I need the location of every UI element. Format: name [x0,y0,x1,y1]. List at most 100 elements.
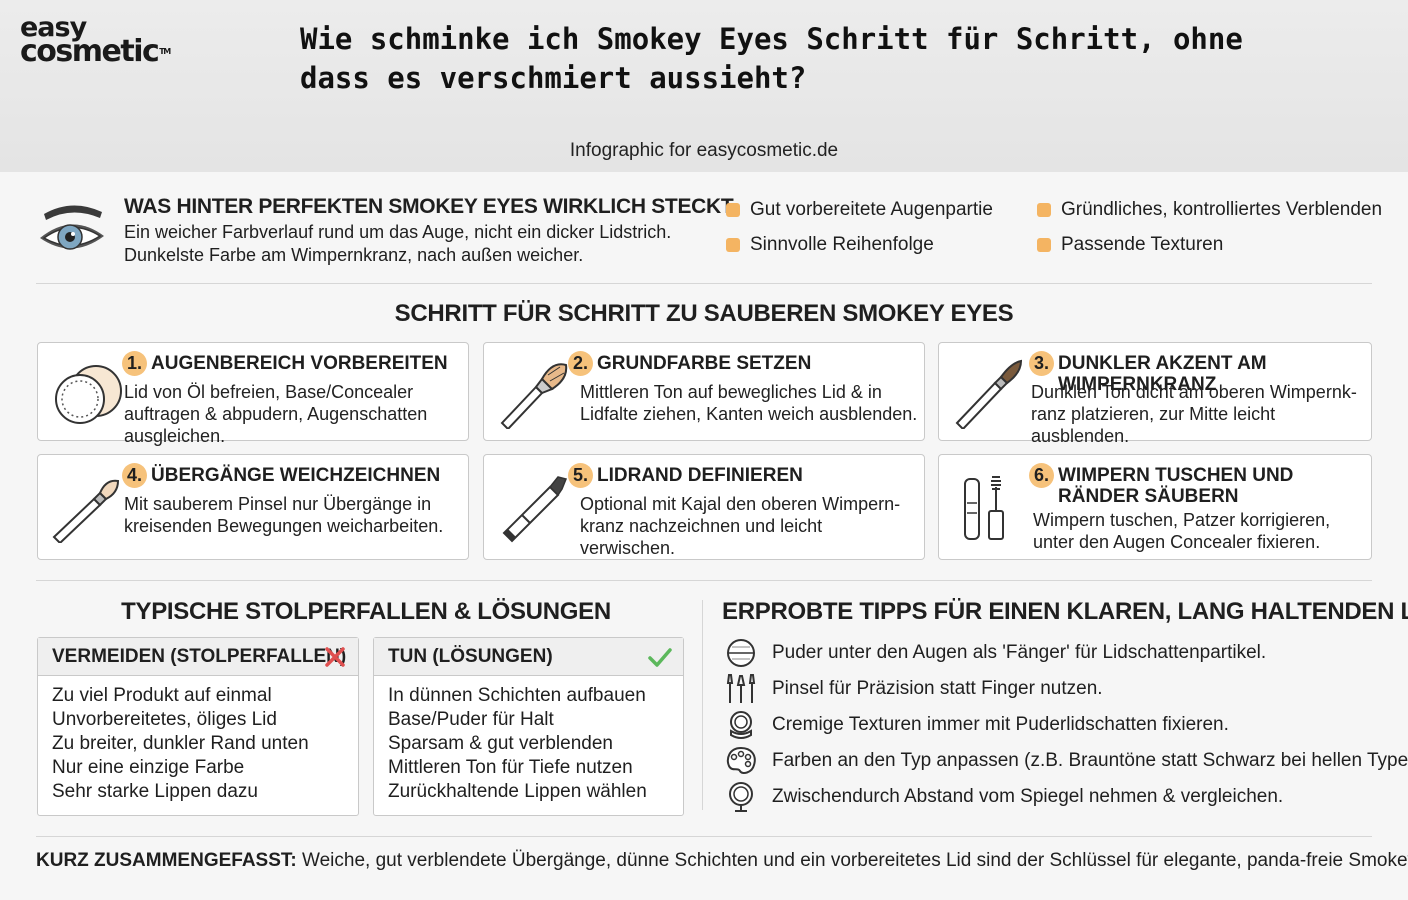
compact-icon [730,711,752,739]
do-header: TUN (LÖSUNGEN) [374,638,683,676]
intro-bullet-text: Sinnvolle Reihenfolge [750,234,934,255]
step-card-4: 4.ÜBERGÄNGE WEICHZEICHNEN Mit sauberem P… [37,454,469,560]
tip-text: Farben an den Typ anpassen (z.B. Brauntö… [772,750,1408,771]
intro-bullet: Passende Texturen [1037,234,1223,256]
list-item: Zu viel Produkt auf einmal [52,685,272,706]
step-title: 3.DUNKLER AKZENT AM WIMPERNKRANZ [1029,351,1367,395]
summary: KURZ ZUSAMMENGEFASST: Weiche, gut verble… [36,850,1408,872]
step-description: Dunklen Ton dicht am oberen Wimpernk­ran… [1031,382,1357,446]
tip-text: Pinsel für Präzision statt Finger nutzen… [772,678,1103,699]
list-item: Sehr starke Lippen dazu [52,781,258,802]
intro-line-1: Ein weicher Farbverlauf rund um das Auge… [124,222,672,242]
logo-line-1: easy [20,12,87,43]
step-title-text: LIDRAND DEFINIEREN [597,465,803,486]
divider [36,580,1372,581]
step-title-text: WIMPERN TUSCHEN UND RÄNDER SÄUBERN [1058,465,1294,507]
list-item: Nur eine einzige Farbe [52,757,245,778]
summary-label: KURZ ZUSAMMENGEFASST: [36,850,297,871]
step-title-text: ÜBERGÄNGE WEICHZEICHNEN [151,465,441,486]
eye-icon [40,205,104,250]
cross-icon [325,647,345,667]
list-item: Sparsam & gut verblenden [388,733,613,754]
bullet-square-icon [1037,238,1051,252]
divider [36,836,1372,837]
kajal-pencil-icon [502,476,568,543]
bullet-square-icon [1037,203,1051,217]
header-band: easy cosmeticTM Wie schminke ich Smokey … [0,0,1408,172]
step-description: Optional mit Kajal den oberen Wimpern­kr… [580,494,901,558]
logo-line-2: cosmeticTM [20,37,171,67]
step-title-text: DUNKLER AKZENT AM WIMPERNKRANZ [1058,353,1267,395]
blending-brush-icon [52,479,120,543]
intro-bullet-text: Gründliches, kontrolliertes Verblenden [1061,199,1383,220]
step-number-badge: 5. [568,463,593,488]
pitfalls-section-title: TYPISCHE STOLPERFALLEN & LÖSUNGEN [121,598,611,625]
step-title: 1.AUGENBEREICH VORBEREITEN [122,351,464,376]
vertical-divider [702,600,703,810]
step-number-badge: 3. [1029,351,1054,376]
intro-title: WAS HINTER PERFEKTEN SMOKEY EYES WIRKLIC… [124,195,734,218]
check-icon [648,648,672,667]
tip-item: Farben an den Typ anpassen (z.B. Brauntö… [724,745,1408,777]
step-description: Lid von Öl befreien, Base/Concealer auft… [124,382,428,446]
page-title: Wie schminke ich Smokey Eyes Schritt für… [300,22,1243,95]
page-subtitle: Infographic for easycosmetic.de [569,140,839,161]
cotton-pads-icon [55,365,122,424]
step-title: 5.LIDRAND DEFINIEREN [568,463,920,488]
intro-line-2: Dunkelste Farbe am Wimpernkranz, nach au… [124,245,584,265]
step-card-1: 1.AUGENBEREICH VORBEREITEN Lid von Öl be… [37,342,469,446]
step-number-badge: 6. [1029,463,1054,488]
tip-item: Pinsel für Präzision statt Finger nutzen… [724,673,1103,705]
tip-text: Zwischendurch Abstand vom Spiegel nehmen… [772,786,1284,807]
logo-trademark: TM [159,47,171,56]
tip-text: Cremige Texturen immer mit Puderlidschat… [772,714,1229,735]
step-description: Wimpern tuschen, Patzer korrigieren, unt… [1033,510,1331,552]
list-item: Mittleren Ton für Tiefe nutzen [388,757,633,778]
logo-word: cosmetic [20,34,160,69]
tips-section-title: ERPROBTE TIPPS FÜR EINEN KLAREN, LANG HA… [722,598,1408,625]
step-title: 6.WIMPERN TUSCHEN UND RÄNDER SÄUBERN [1029,463,1329,507]
step-number-badge: 4. [122,463,147,488]
step-title: 2.GRUNDFARBE SETZEN [568,351,920,376]
steps-section-title: SCHRITT FÜR SCHRITT ZU SAUBEREN SMOKEY E… [394,300,1014,327]
summary-text: Weiche, gut verblendete Übergänge, dünne… [296,850,1408,871]
do-column: TUN (LÖSUNGEN) In dünnen Schichten aufba… [373,637,684,816]
list-item: Base/Puder für Halt [388,709,554,730]
palette-icon [726,746,756,774]
step-description: Mit sauberem Pinsel nur Übergänge in kre… [124,494,444,536]
do-header-text: TUN (LÖSUNGEN) [388,645,553,667]
mirror-icon [729,782,753,812]
list-item: Zu breiter, dunkler Rand unten [52,733,309,754]
step-card-6: 6.WIMPERN TUSCHEN UND RÄNDER SÄUBERN Wim… [938,454,1372,560]
mascara-icon [964,476,1004,540]
intro-bullet: Sinnvolle Reihenfolge [726,234,934,256]
step-title-text: AUGENBEREICH VORBEREITEN [151,353,448,374]
step-title: 4.ÜBERGÄNGE WEICHZEICHNEN [122,463,464,488]
pencil-brush-icon [955,359,1023,429]
divider [36,283,1372,284]
bullet-square-icon [726,203,740,217]
list-item: In dünnen Schichten aufbauen [388,685,646,706]
bullet-square-icon [726,238,740,252]
powder-icon [727,639,755,667]
tip-item: Cremige Texturen immer mit Puderlidschat… [724,709,1229,741]
avoid-header-text: VERMEIDEN (STOLPERFALLEN) [52,645,347,667]
intro-bullet: Gut vorbereitete Augenpartie [726,199,993,221]
step-number-badge: 1. [122,351,147,376]
tip-text: Puder unter den Augen als 'Fänger' für L… [772,642,1267,663]
avoid-list: Zu viel Produkt auf einmal Unvorbereitet… [38,676,358,804]
step-card-2: 2.GRUNDFARBE SETZEN Mittleren Ton auf be… [483,342,925,441]
step-number-badge: 2. [568,351,593,376]
fluffy-brush-icon [500,363,568,429]
step-card-5: 5.LIDRAND DEFINIEREN Optional mit Kajal … [483,454,925,560]
intro-bullet: Gründliches, kontrolliertes Verblenden [1037,199,1382,221]
intro-bullet-text: Passende Texturen [1061,234,1224,255]
tip-item: Puder unter den Augen als 'Fänger' für L… [724,637,1266,669]
tip-item: Zwischendurch Abstand vom Spiegel nehmen… [724,781,1283,813]
brand-logo[interactable]: easy cosmeticTM [20,12,171,67]
intro-text: Ein weicher Farbverlauf rund um das Auge… [124,221,704,267]
avoid-header: VERMEIDEN (STOLPERFALLEN) [38,638,358,676]
intro-bullet-text: Gut vorbereitete Augenpartie [750,199,993,220]
step-description: Mittleren Ton auf bewegliches Lid & in L… [580,382,918,424]
step-card-3: 3.DUNKLER AKZENT AM WIMPERNKRANZ Dunklen… [938,342,1372,446]
